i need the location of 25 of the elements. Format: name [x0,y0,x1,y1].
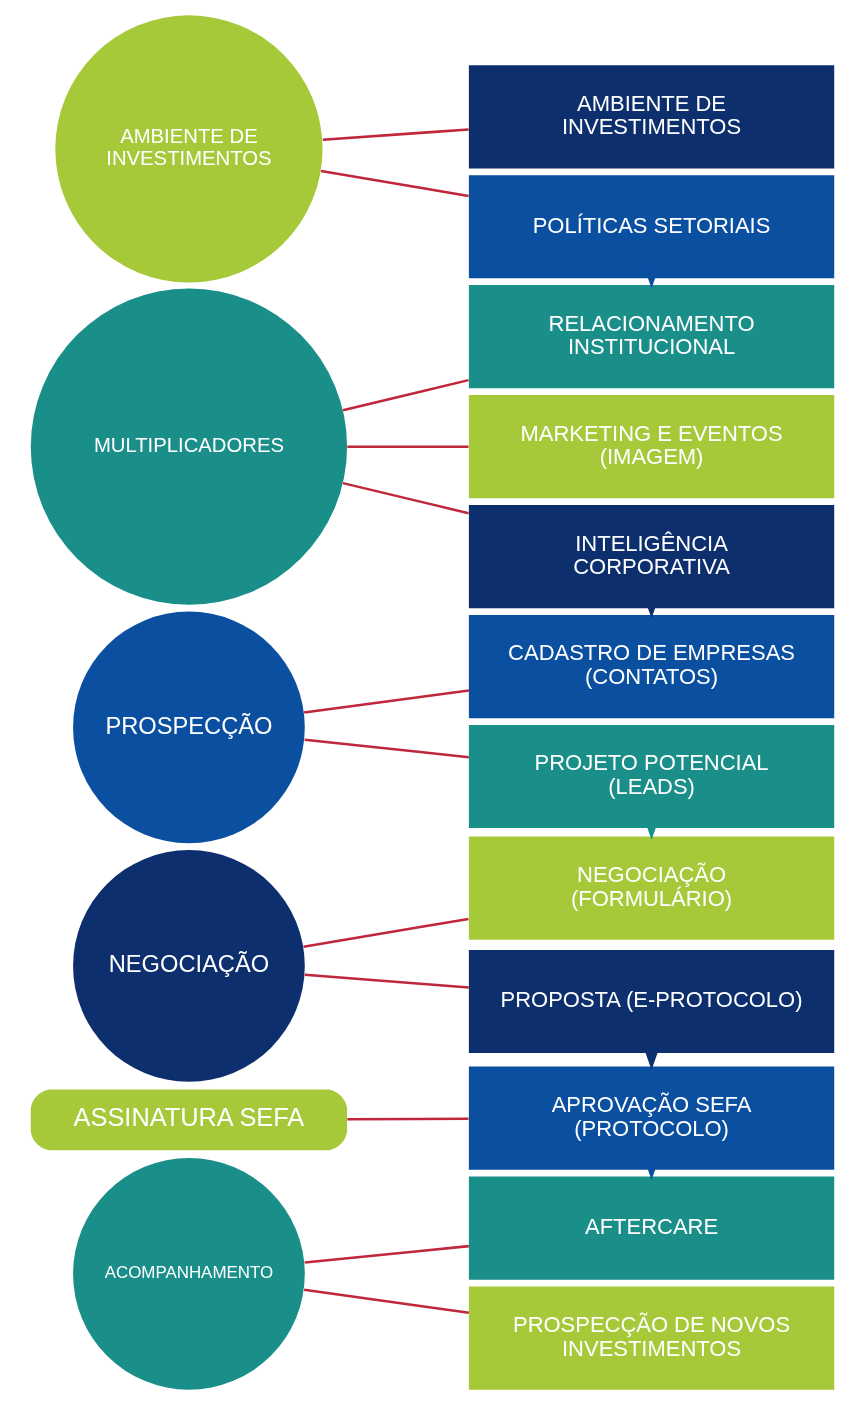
node-box: PROSPECÇÃO DE NOVOS INVESTIMENTOS [468,1286,835,1390]
connector [303,689,469,714]
node-circle: ACOMPANHAMENTO [73,1157,305,1390]
node-circle: MULTIPLICADORES [30,288,348,605]
connector [304,1244,469,1264]
node-circle: NEGOCIAÇÃO [73,850,305,1082]
node-box: RELACIONAMENTO INSTITUCIONAL [468,285,835,389]
node-box: NEGOCIAÇÃO (FORMULÁRIO) [468,836,835,940]
node-circle: AMBIENTE DE INVESTIMENTOS [55,15,323,283]
connector [347,1117,469,1121]
connector [347,445,469,448]
node-box: MARKETING E EVENTOS (IMAGEM) [468,395,835,499]
node-box: AMBIENTE DE INVESTIMENTOS [468,65,835,169]
connector [320,169,469,198]
node-box: CADASTRO DE EMPRESAS (CONTATOS) [468,614,835,719]
connector [304,973,469,989]
connector [303,917,469,949]
node-box: AFTERCARE [468,1176,835,1280]
connector [322,128,469,141]
connector [303,1288,470,1314]
connector [304,738,469,759]
node-box: ASSINATURA SEFA [30,1089,348,1151]
connector [342,481,469,515]
connector [342,378,469,412]
node-circle: PROSPECÇÃO [73,611,305,844]
